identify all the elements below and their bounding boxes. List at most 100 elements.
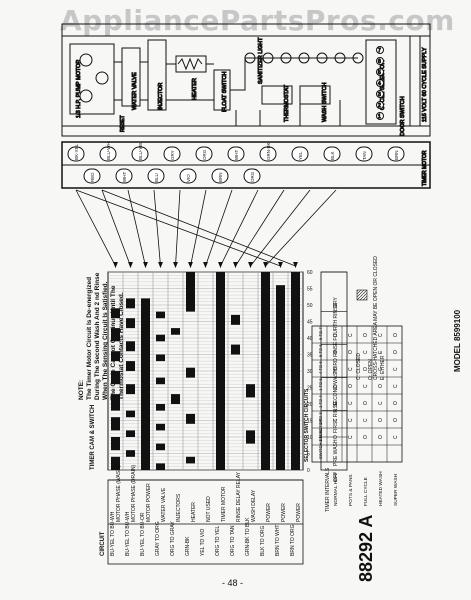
model-text: MODEL 8599100 [453,309,462,372]
selector-row-name: HEATED WASH [378,471,384,506]
circuit-wire-label: BRN TO WHT [275,525,281,556]
circuit-arrow [75,189,116,267]
terminal-oval [291,146,309,162]
closed-interval-bar [156,404,165,411]
closed-interval-bar [111,351,120,362]
terminal-label: ORG [202,149,207,160]
closed-interval-bar [111,437,120,451]
interval-number: 0 [307,468,310,474]
circuit-wire-label: GRAY TO ORG [155,521,161,556]
selector-cell: C [333,367,339,371]
selector-cell: C [363,418,369,422]
interval-number: 45 [307,320,313,326]
arrow-head [203,261,208,269]
circuit-arrow [265,189,337,267]
arrow-head [128,261,133,269]
terminal-oval [211,168,229,184]
selector-cell: C [378,401,384,405]
terminal-oval [67,146,85,162]
selector-terminal [376,46,384,54]
selector-cell: O [393,333,399,337]
closed-interval-bar [126,410,135,418]
circuit-wire-label: GRN-BK [185,536,191,556]
page-number: - 48 - [222,578,244,588]
interval-number: 5 [307,452,310,458]
circuit-function-label: POWER [281,503,287,522]
figure-number: 88292 A [356,515,377,582]
closed-interval-bar [156,377,165,385]
motor-winding-icon [79,53,93,67]
circuit-function-label: MOTOR PHASE (WASH) [116,465,122,522]
wash-switch-box [299,85,331,105]
phase-label: FOURTH RINSE [333,303,339,341]
selector-terminal-number: 4 [378,81,381,87]
arrow-head [188,261,193,269]
circuit-wire-label: ORG TO TAN [230,525,236,556]
interval-number: 15 [307,419,313,425]
selector-legend-item: O: OPEN [368,359,374,380]
selector-cell: C [333,333,339,337]
phase-end-label: OFF [333,472,339,482]
note-line: During The Second Wash And 2 nd Rinse [94,272,101,400]
terminal-oval [355,146,373,162]
crosshatch-swatch [356,289,368,301]
thermostat-box [261,85,293,105]
closed-interval-bar [171,328,180,335]
closed-interval-bar [156,443,165,451]
selector-table-title: SELECTOR SWITCH CIRCUITS [304,388,310,462]
selector-header-cell: 1 TO 4 [318,395,323,408]
heater-label: HEATER [192,78,198,100]
closed-interval-bar [156,354,165,362]
circuit-wire-label: BU-YEL TO BU-WH [125,511,131,556]
note-line: The Cycle Cannot Continue Until The [110,285,117,400]
injector-box [147,39,167,111]
interval-number: 60 [307,270,313,276]
interval-number: 25 [307,386,313,392]
selector-cell: C [393,384,399,388]
interval-number: 35 [307,353,313,359]
water-valve-label: WATER VALVE [132,72,138,110]
float-switch-label: FLOAT SWITCH [222,72,228,112]
timer-motor-label: TIMER MOTOR [422,150,428,186]
circuit-wire-label: ORG TO GRAY [170,521,176,556]
door-switch-label: DOOR SWITCH [400,96,406,136]
selector-cell: O [393,418,399,422]
selector-row-name: NORMAL HEAT [333,472,339,506]
terminal-oval [227,146,245,162]
circuit-arrow [101,189,131,267]
thermostat-label: THERMOSTAT [284,84,290,122]
terminal-label: BLU [154,173,159,182]
circuit-wire-label: BLK TO ORG [260,526,266,556]
selector-cell: C [348,367,354,371]
selector-terminal [376,101,384,109]
closed-interval-bar [111,328,120,342]
interval-number: 40 [307,336,313,342]
terminal-label: BRN [218,172,223,182]
selector-terminal [376,90,384,98]
circuit-arrow [127,189,146,267]
terminal-label: BLU-WH [106,142,111,160]
sanitizer-light-label: SANITIZER LIGHT [258,37,264,84]
circuit-wire-label: BU-YEL TO BU-OR [140,512,146,556]
closed-interval-bar [126,318,135,329]
circuit-wire-label: ORG TO YEL [215,525,221,556]
arrow-head [248,261,253,269]
selector-terminal-number: 1 [378,114,381,120]
selector-cell: C [363,384,369,388]
selector-cell: C [333,418,339,422]
terminal-oval [195,146,213,162]
selector-cell: E [378,350,384,354]
selector-terminal-number: 6 [378,59,381,65]
selector-header-cell: 5 TO 6 [318,344,323,357]
watermark: AppliancePartsPros.com [60,4,455,37]
selector-cell: O [363,401,369,405]
selector-cell: C [348,418,354,422]
interval-number: 55 [307,287,313,293]
terminal-oval [243,168,261,184]
circuit-arrow [235,189,285,267]
selector-row-name: FULL CYCLE [363,477,369,506]
circuit-wire-label: BRN TO ORG [290,524,296,556]
closed-interval-bar [246,430,255,444]
arrow-head [113,261,118,269]
